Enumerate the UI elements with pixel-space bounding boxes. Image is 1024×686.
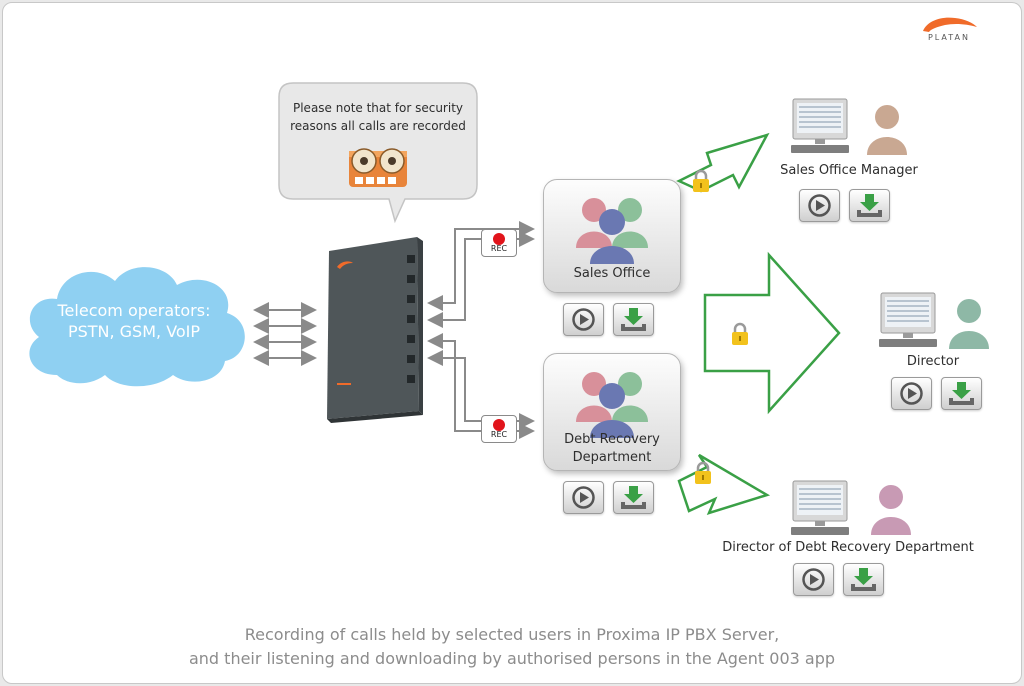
- play-icon: [572, 486, 595, 509]
- rec-label: REC: [490, 244, 508, 253]
- lock-icon: [732, 322, 748, 345]
- bubble-text-line1: Please note that for security: [292, 101, 463, 115]
- telecom-cloud: [29, 267, 245, 387]
- debt-recovery-group: Debt Recovery Department: [543, 353, 681, 471]
- director-download-button[interactable]: [941, 377, 982, 410]
- bubble-text-line2: reasons all calls are recorded: [290, 119, 466, 133]
- rec-label: REC: [490, 430, 508, 439]
- caption-line1: Recording of calls held by selected user…: [244, 625, 780, 644]
- director-label: Director: [906, 354, 960, 369]
- download-icon: [621, 486, 646, 509]
- server-icon: [327, 237, 423, 423]
- cloud-label-line2: PSTN, GSM, VoIP: [67, 322, 201, 341]
- play-icon: [572, 308, 595, 331]
- debt-play-button[interactable]: [563, 481, 604, 514]
- logo-text: PLATAN: [927, 33, 971, 42]
- person-icon: [871, 485, 911, 535]
- play-icon: [900, 382, 923, 405]
- sales-manager-download-button[interactable]: [849, 189, 890, 222]
- play-icon: [802, 568, 825, 591]
- play-icon: [808, 194, 831, 217]
- trunk-arrows: [253, 302, 317, 366]
- lock-icon: [693, 169, 709, 192]
- rec-badge-debt: REC: [481, 415, 517, 443]
- download-icon: [949, 382, 974, 405]
- platan-logo: PLATAN: [915, 15, 983, 45]
- sales-play-button[interactable]: [563, 303, 604, 336]
- debt-recovery-label-line1: Debt Recovery: [564, 432, 660, 447]
- cloud-label-line1: Telecom operators:: [57, 301, 211, 320]
- record-dot-icon: [493, 419, 505, 431]
- sales-manager-label: Sales Office Manager: [780, 163, 918, 178]
- record-dot-icon: [493, 233, 505, 245]
- director-play-button[interactable]: [891, 377, 932, 410]
- debt-download-button[interactable]: [613, 481, 654, 514]
- computer-icon: [791, 480, 849, 535]
- debt-director-download-button[interactable]: [843, 563, 884, 596]
- sales-manager-play-button[interactable]: [799, 189, 840, 222]
- download-icon: [851, 568, 876, 591]
- sales-download-button[interactable]: [613, 303, 654, 336]
- sales-office-label: Sales Office: [573, 266, 651, 281]
- person-icon: [867, 105, 907, 155]
- download-icon: [621, 308, 646, 331]
- sales-office-group: Sales Office: [543, 179, 681, 293]
- share-arrow-director: [703, 251, 841, 415]
- person-icon: [949, 299, 989, 349]
- rec-badge-sales: REC: [481, 229, 517, 257]
- debt-director-label: Director of Debt Recovery Department: [722, 540, 974, 555]
- debt-director-play-button[interactable]: [793, 563, 834, 596]
- caption-line2: and their listening and downloading by a…: [188, 649, 836, 668]
- group-users-icon: [576, 372, 648, 438]
- download-icon: [857, 194, 882, 217]
- computer-icon: [791, 98, 849, 153]
- logo-swoosh-icon: [923, 17, 977, 32]
- computer-icon: [879, 292, 937, 347]
- lock-icon: [695, 461, 711, 484]
- debt-recovery-label-line2: Department: [572, 450, 652, 465]
- group-users-icon: [576, 198, 648, 264]
- tape-recorder-icon: [349, 148, 407, 187]
